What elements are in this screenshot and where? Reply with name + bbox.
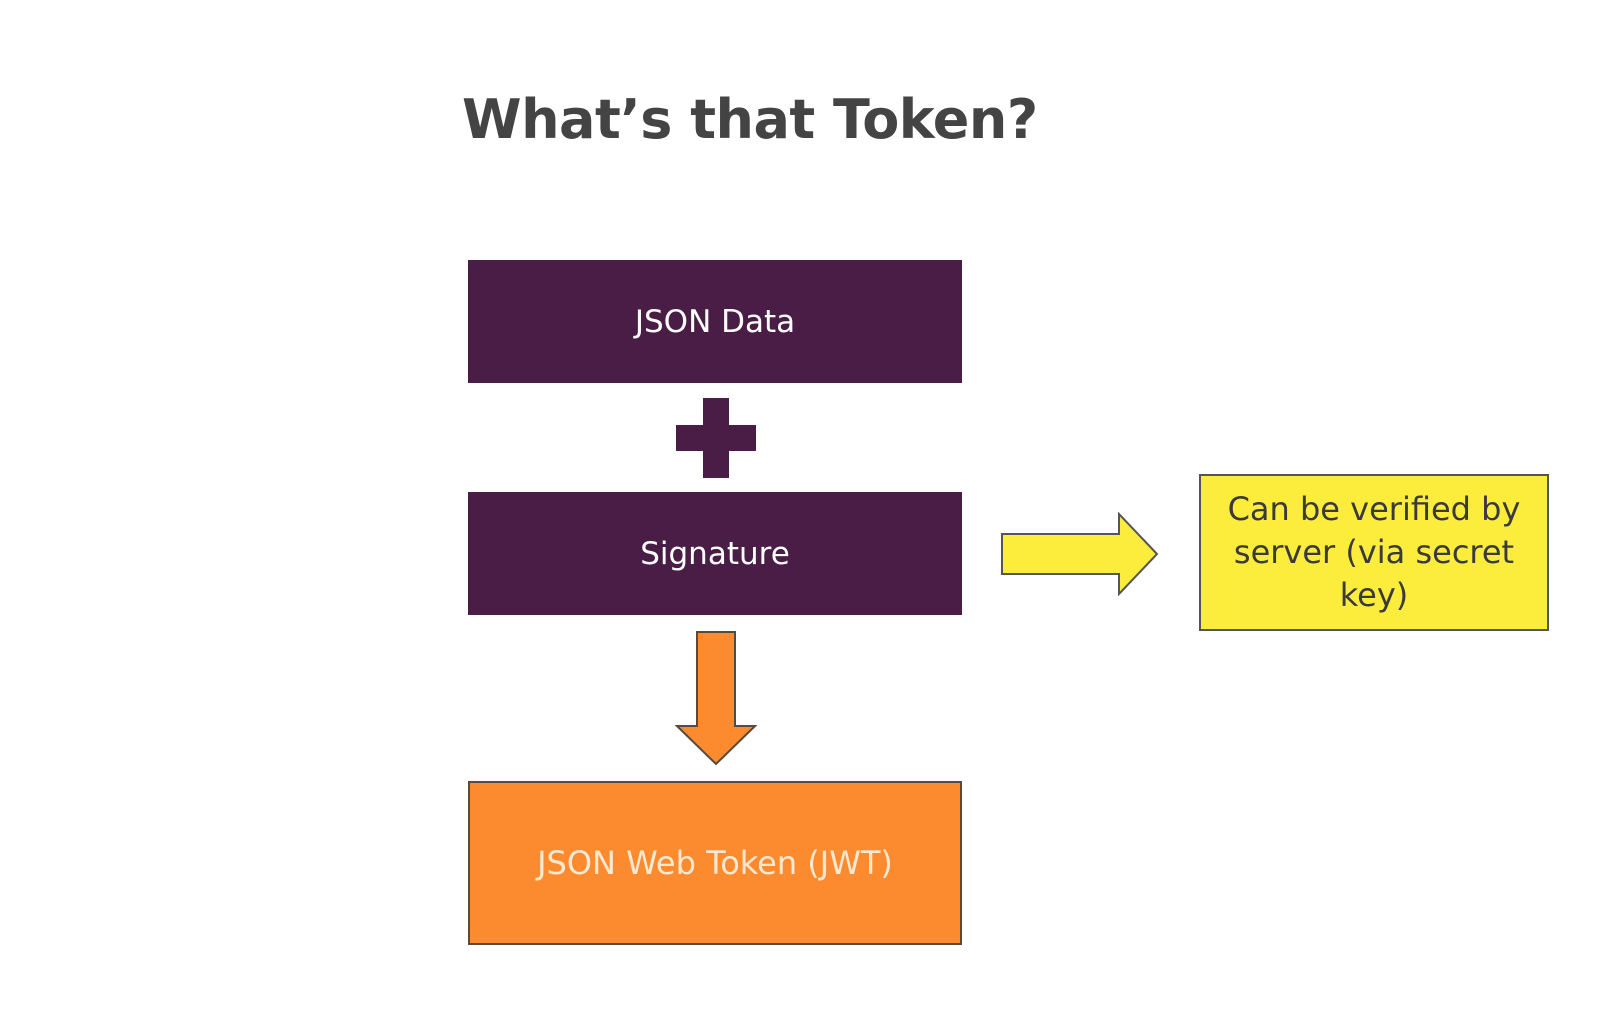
json-data-box: JSON Data — [468, 260, 962, 383]
jwt-label: JSON Web Token (JWT) — [537, 844, 893, 882]
plus-icon — [676, 398, 756, 478]
right-arrow-icon — [1001, 512, 1159, 596]
jwt-box: JSON Web Token (JWT) — [468, 781, 962, 945]
signature-box: Signature — [468, 492, 962, 615]
verify-box: Can be verified by server (via secret ke… — [1199, 474, 1549, 631]
slide-title: What’s that Token? — [462, 88, 1038, 151]
down-arrow-icon — [675, 631, 757, 766]
signature-label: Signature — [640, 535, 790, 572]
verify-label: Can be verified by server (via secret ke… — [1227, 490, 1521, 614]
json-data-label: JSON Data — [634, 303, 796, 340]
